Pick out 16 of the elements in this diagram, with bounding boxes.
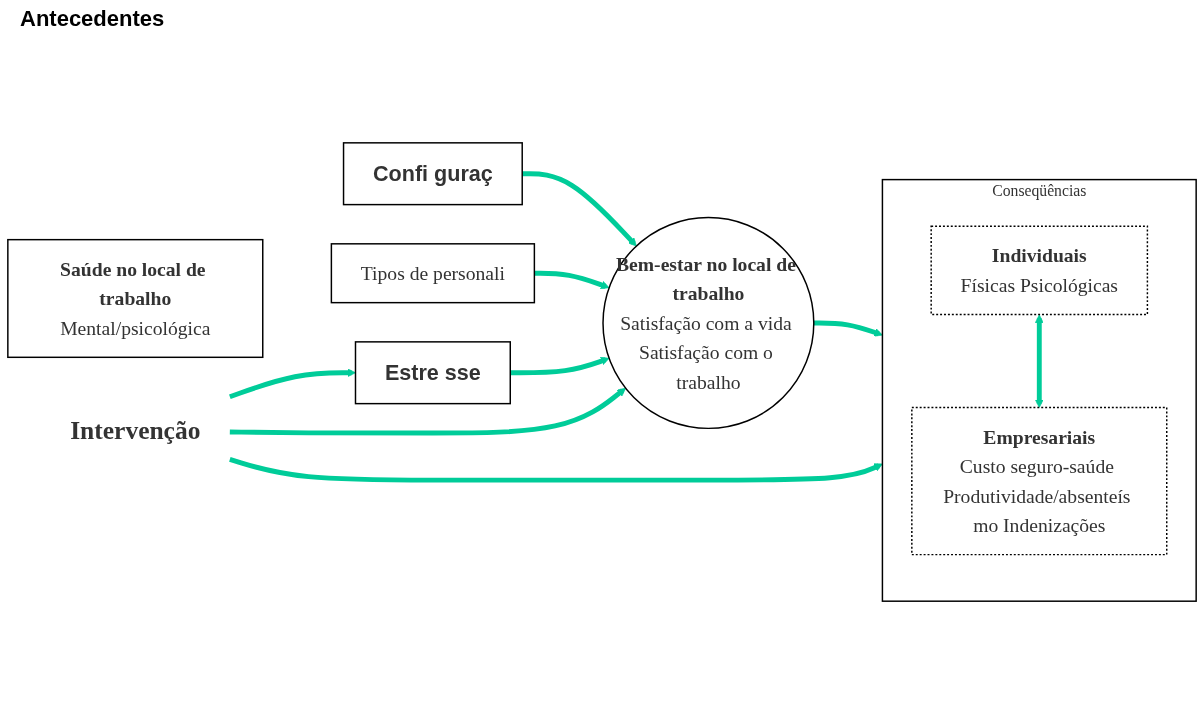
arrow [229, 388, 626, 436]
arrow [534, 271, 610, 290]
arrow [1034, 314, 1044, 409]
arrow [510, 357, 610, 376]
node-box: Saúde no local de trabalho Mental/psicológica [7, 239, 264, 359]
arrow [229, 368, 356, 400]
arrow [522, 171, 637, 247]
arrow [813, 321, 883, 338]
node-box: Empresariais Custo seguro-saúde Produtividade/absenteís mo Indenizações [911, 407, 1168, 556]
arrow [229, 457, 883, 484]
column-heading: Antecedentes [20, 6, 165, 32]
node-box: Confi guraç [342, 142, 523, 206]
node-box: Individuais Físicas Psicológicas [930, 225, 1149, 316]
node-text: Intervenção [70, 416, 201, 446]
node-box: Tipos de personali [330, 243, 536, 304]
node-box: Estre sse [354, 341, 511, 405]
